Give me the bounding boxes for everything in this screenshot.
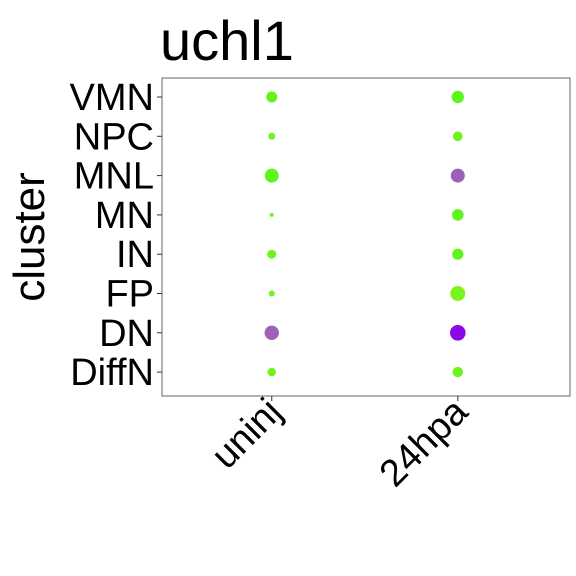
x-ticks: uninj 24hpa [204,390,477,495]
dot-diffn-24hpa [452,366,463,378]
dot-dn-uninj [264,325,279,340]
y-tick-label: NPC [74,116,154,158]
x-tick-label: uninj [204,391,290,477]
dot-diffn-uninj [267,367,276,377]
dot-fp-uninj [268,290,275,297]
dot-mn-uninj [269,212,274,217]
dot-mnl-24hpa [450,168,465,183]
y-tick-label: IN [116,234,154,276]
y-tick-label: VMN [70,77,154,119]
y-axis-label: cluster [5,172,54,302]
dots [264,90,466,378]
y-tick-label: MN [95,195,154,237]
y-tick-label: DiffN [70,352,154,394]
dot-in-uninj [267,249,277,259]
plot-panel [161,77,571,397]
chart-title: uchl1 [160,9,294,72]
dot-npc-24hpa [453,131,463,142]
dot-fp-24hpa [450,286,466,301]
dot-dn-24hpa [450,325,466,341]
dot-mn-24hpa [452,209,464,221]
y-tick-label: FP [105,274,154,316]
dot-vmn-uninj [266,91,278,103]
y-tick-label: MNL [74,156,154,198]
dot-mnl-uninj [264,168,279,183]
dot-vmn-24hpa [451,90,464,104]
dot-in-24hpa [452,248,464,260]
y-tick-label: DN [99,313,154,355]
dot-npc-uninj [268,132,276,140]
x-tick-label: 24hpa [372,390,477,495]
